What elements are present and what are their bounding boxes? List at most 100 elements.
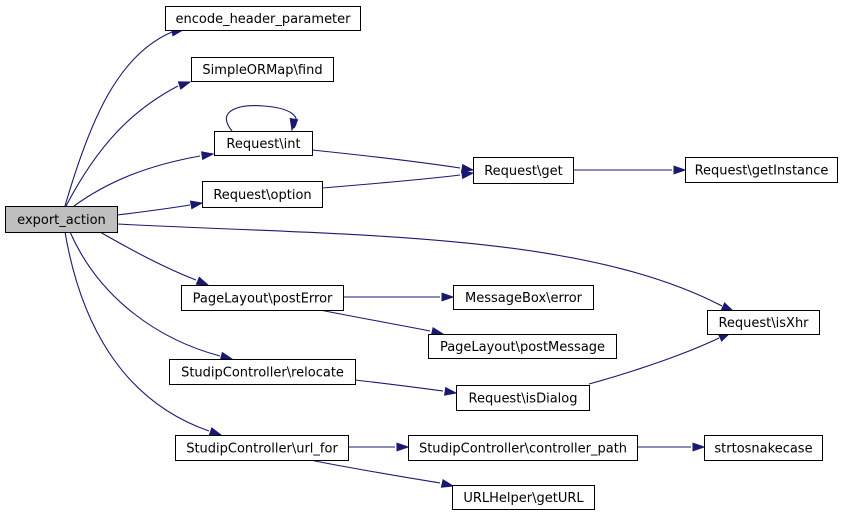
node-box [428,334,617,359]
node-box [707,310,820,335]
edge-export_action-to-pagelayout_posterror [99,231,210,286]
node-label: StudipController\controller_path [419,442,627,457]
node-pagelayout_postmessage[interactable]: PageLayout\postMessage [428,334,617,359]
edge-line [225,105,297,132]
edge-line [309,459,441,484]
edge-arrowhead [444,386,458,396]
edge-arrowhead [673,165,687,175]
edge-request_get-to-request_getinstance [573,165,687,175]
edge-arrowhead [289,117,299,132]
node-box [408,435,638,461]
node-box [685,157,838,183]
node-studipcontroller_relocate[interactable]: StudipController\relocate [169,359,356,385]
edge-export_action-to-request_option [116,200,204,216]
edge-arrowhead [208,427,223,436]
node-box [452,485,595,510]
node-label: Request\isDialog [469,392,578,407]
node-label: encode_header_parameter [175,12,351,27]
edge-export_action-to-simpleormap_find [65,81,192,207]
edge-studipcontroller_url_for-to-studipcontroller_controller_path [348,442,410,452]
edge-line [64,31,173,207]
node-box [5,206,118,233]
edge-arrowhead [177,81,192,90]
edge-line [321,174,461,189]
node-box [175,435,349,461]
node-label: SimpleORMap\find [202,63,322,78]
edge-arrowhead [441,292,455,302]
node-box [704,435,823,461]
node-request_isxhr[interactable]: Request\isXhr [707,310,820,335]
edge-export_action-to-request_isxhr [116,223,735,312]
edge-arrowhead [189,200,204,210]
node-request_isdialog[interactable]: Request\isDialog [456,385,590,411]
node-label: MessageBox\error [465,291,583,306]
node-request_int[interactable]: Request\int [214,131,313,156]
node-request_option[interactable]: Request\option [202,181,323,208]
node-request_getinstance[interactable]: Request\getInstance [685,157,838,183]
edge-arrowhead [461,163,475,173]
edge-line [73,155,201,207]
edge-line [99,231,197,281]
edge-request_int-to-request_int [225,105,299,132]
node-box [169,359,356,385]
edge-export_action-to-studipcontroller_url_for [64,231,223,436]
edge-line [116,204,191,216]
node-strtosnakecase[interactable]: strtosnakecase [704,435,823,461]
function-nodes: export_action encode_header_parameterSimp… [5,6,838,510]
edge-request_option-to-request_get [321,170,475,189]
node-label: Request\get [484,164,563,179]
edge-line [64,231,210,432]
edge-arrowhead [195,276,210,286]
node-label: StudipController\url_for [186,442,338,457]
edge-export_action-to-encode_header_parameter [64,27,185,207]
node-label: Request\getInstance [695,164,829,179]
edge-line [319,309,431,332]
edge-studipcontroller_url_for-to-urlhelper_geturl [309,459,455,488]
node-box [453,285,594,310]
node-label: Request\int [226,137,300,152]
node-label: PageLayout\postMessage [440,340,605,355]
node-studipcontroller_url_for[interactable]: StudipController\url_for [175,435,349,461]
node-label: strtosnakecase [714,442,812,457]
node-urlhelper_geturl[interactable]: URLHelper\getURL [452,485,595,510]
edge-line [65,85,179,207]
edge-line [116,223,723,307]
node-simpleormap_find[interactable]: SimpleORMap\find [191,57,334,82]
node-encode_header_parameter[interactable]: encode_header_parameter [165,6,361,31]
edge-studipcontroller_relocate-to-request_isdialog [354,379,458,396]
edge-arrowhead [720,302,735,312]
edge-pagelayout_posterror-to-messagebox_error [343,292,455,302]
node-box [181,285,344,311]
node-messagebox_error[interactable]: MessageBox\error [453,285,594,310]
edge-line [311,149,461,169]
node-label: StudipController\relocate [181,366,344,381]
edge-arrowhead [692,442,706,452]
edge-arrowhead [201,151,215,161]
node-pagelayout_posterror[interactable]: PageLayout\postError [181,285,344,311]
node-box [202,181,323,208]
edge-line [69,231,221,357]
edge-arrowhead [396,442,410,452]
node-label: URLHelper\getURL [463,491,584,506]
edge-arrowhead [461,170,475,180]
edge-arrowhead [219,351,234,361]
edge-line [354,379,444,392]
node-label: export_action [17,213,106,228]
node-box [214,131,313,156]
node-box [473,157,574,184]
node-box [165,6,361,31]
node-box [191,57,334,82]
edge-request_int-to-request_get [311,149,475,173]
node-request_get[interactable]: Request\get [473,157,574,184]
node-label: Request\option [213,188,311,203]
node-label: PageLayout\postError [193,292,333,307]
edge-export_action-to-request_int [73,151,215,207]
call-edges [64,27,735,488]
node-label: Request\isXhr [718,316,809,331]
edge-arrowhead [440,479,455,488]
node-studipcontroller_controller_path[interactable]: StudipController\controller_path [408,435,638,461]
edge-studipcontroller_controller_path-to-strtosnakecase [637,442,706,452]
node-export_action[interactable]: export_action [5,206,118,233]
node-box [456,385,590,411]
